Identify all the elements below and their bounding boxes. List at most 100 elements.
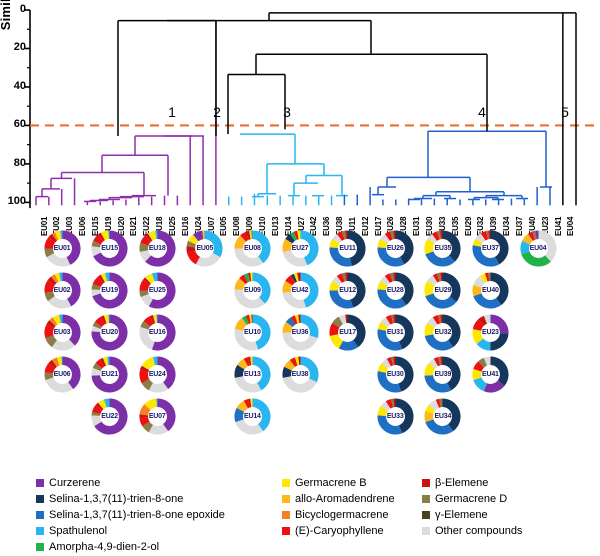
legend-item-bicyclogermacrene: Bicyclogermacrene [282,508,395,522]
donut-slice-other [381,358,391,368]
donut-chart-eu41: EU41 [469,353,512,396]
donut-slice-selina_epoxide [425,418,454,435]
legend-label-allo_aromadendrene: allo-Aromadendrene [295,493,395,505]
donut-slice-germacrene_d [91,240,102,247]
legend-swatch-other [422,527,430,535]
donut-slice-caryophyllene [434,356,441,366]
donut-svg [424,355,461,393]
donut-slice-beta_elemene [392,271,396,281]
donut-chart-eu32: EU32 [421,311,464,354]
donut-slice-germacrene_d [389,230,395,240]
donut-slice-germacrene_b [329,333,344,348]
donut-slice-beta_elemene [100,314,107,324]
donut-slice-caryophyllene [336,230,345,241]
legend-label-caryophyllene: (E)-Caryophyllene [295,525,384,537]
donut-slice-germacrene_b [479,272,488,283]
donut-slice-spathulenol [104,397,110,408]
donut-slice-selina_one [490,355,509,386]
donut-slice-curzerene [157,355,176,389]
y-tick-80: 80 [13,156,26,169]
donut-label: EU41 [482,370,499,378]
donut-slice-amorpha [243,272,251,282]
donut-slice-germacrene_d [141,421,153,432]
donut-chart-eu29: EU29 [421,269,464,312]
donut-svg [43,271,81,309]
donut-slice-caryophyllene [436,398,442,408]
donut-slice-spathulenol [300,229,319,265]
donut-slice-allo_aromadendrene [521,233,533,244]
donut-slice-germacrene_d [438,314,442,323]
donut-slice-other [46,252,70,267]
donut-label: EU37 [482,244,499,252]
donut-slice-spathulenol [204,229,223,257]
donut-chart-eu06: EU06 [41,353,84,396]
donut-slice-other [148,423,168,435]
y-tick-0: 0 [19,3,26,15]
donut-svg [281,355,319,393]
donut-slice-curzerene [157,397,176,431]
donut-slice-other [91,288,101,296]
donut-slice-caryophyllene [239,274,248,284]
legend-label-selina_one: Selina-1,3,7(11)-trien-8-one [49,493,184,505]
donut-slice-spathulenol [252,229,271,263]
donut-chart-eu13: EU13 [231,353,274,396]
donut-slice-spathulenol [252,313,271,350]
donut-chart-eu10: EU10 [231,311,274,354]
donut-chart-eu04: EU04 [517,227,560,270]
donut-chart-eu12: EU12 [326,269,369,312]
donut-slice-other [332,275,343,285]
donut-slice-germacrene_d [390,314,395,323]
donut-slice-curzerene [144,229,176,267]
donut-svg [139,355,176,393]
donut-slice-caryophyllene [93,234,104,244]
donut-slice-selina_epoxide [377,414,402,435]
donut-slice-curzerene [92,271,128,309]
donut-svg [139,397,176,435]
donut-slice-bicyclogermacrene [51,231,58,241]
donut-slice-selina_one [290,273,297,283]
y-tick-60: 60 [13,118,26,131]
donut-slice-beta_elemene [48,233,57,242]
legend-swatch-germacrene_d [422,495,430,503]
donut-slice-bicyclogermacrene [139,403,151,415]
donut-slice-other [282,249,307,267]
donut-slice-germacrene_d [439,397,443,407]
donut-slice-other [91,245,102,256]
donut-label: EU30 [386,370,404,378]
legend-item-germacrene_b: Germacrene B [282,476,395,490]
donut-label: EU19 [101,286,118,294]
donut-slice-other [380,400,391,411]
cluster-number-3: 3 [283,104,291,120]
donut-label: EU31 [386,328,404,336]
donut-label: EU15 [101,244,118,252]
donut-slice-curzerene [483,380,505,393]
legend-swatch-bicyclogermacrene [282,511,290,519]
donut-slice-germacrene_d [44,291,55,301]
donut-slice-amorpha [289,231,297,241]
donut-svg [424,229,461,267]
donut-slice-germacrene_b [100,229,109,240]
donut-slice-germacrene_b [100,272,108,282]
donut-svg [91,397,128,435]
donut-chart-eu03: EU03 [41,311,84,354]
donut-slice-allo_aromadendrene [234,277,246,290]
donut-label: EU10 [244,328,261,336]
donut-slice-germacrene_b [152,313,157,323]
donut-slice-curzerene [62,355,81,389]
donut-slice-selina_epoxide [473,292,502,309]
donut-slice-germacrene_d [342,230,347,240]
donut-slice-selina_one [347,271,366,308]
donut-svg [329,271,366,309]
donut-slice-germacrene_b [472,328,484,344]
donut-label: EU36 [291,328,309,336]
donut-chart-eu30: EU30 [374,353,417,396]
donut-label: EU06 [53,370,71,378]
donut-slice-germacrene_d [389,272,395,282]
donut-chart-eu21: EU21 [88,353,131,396]
donut-slice-other [483,355,491,366]
donut-slice-caryophyllene [284,274,295,285]
donut-label: EU08 [244,244,261,252]
legend-item-beta_elemene: β-Elemene [422,476,522,490]
